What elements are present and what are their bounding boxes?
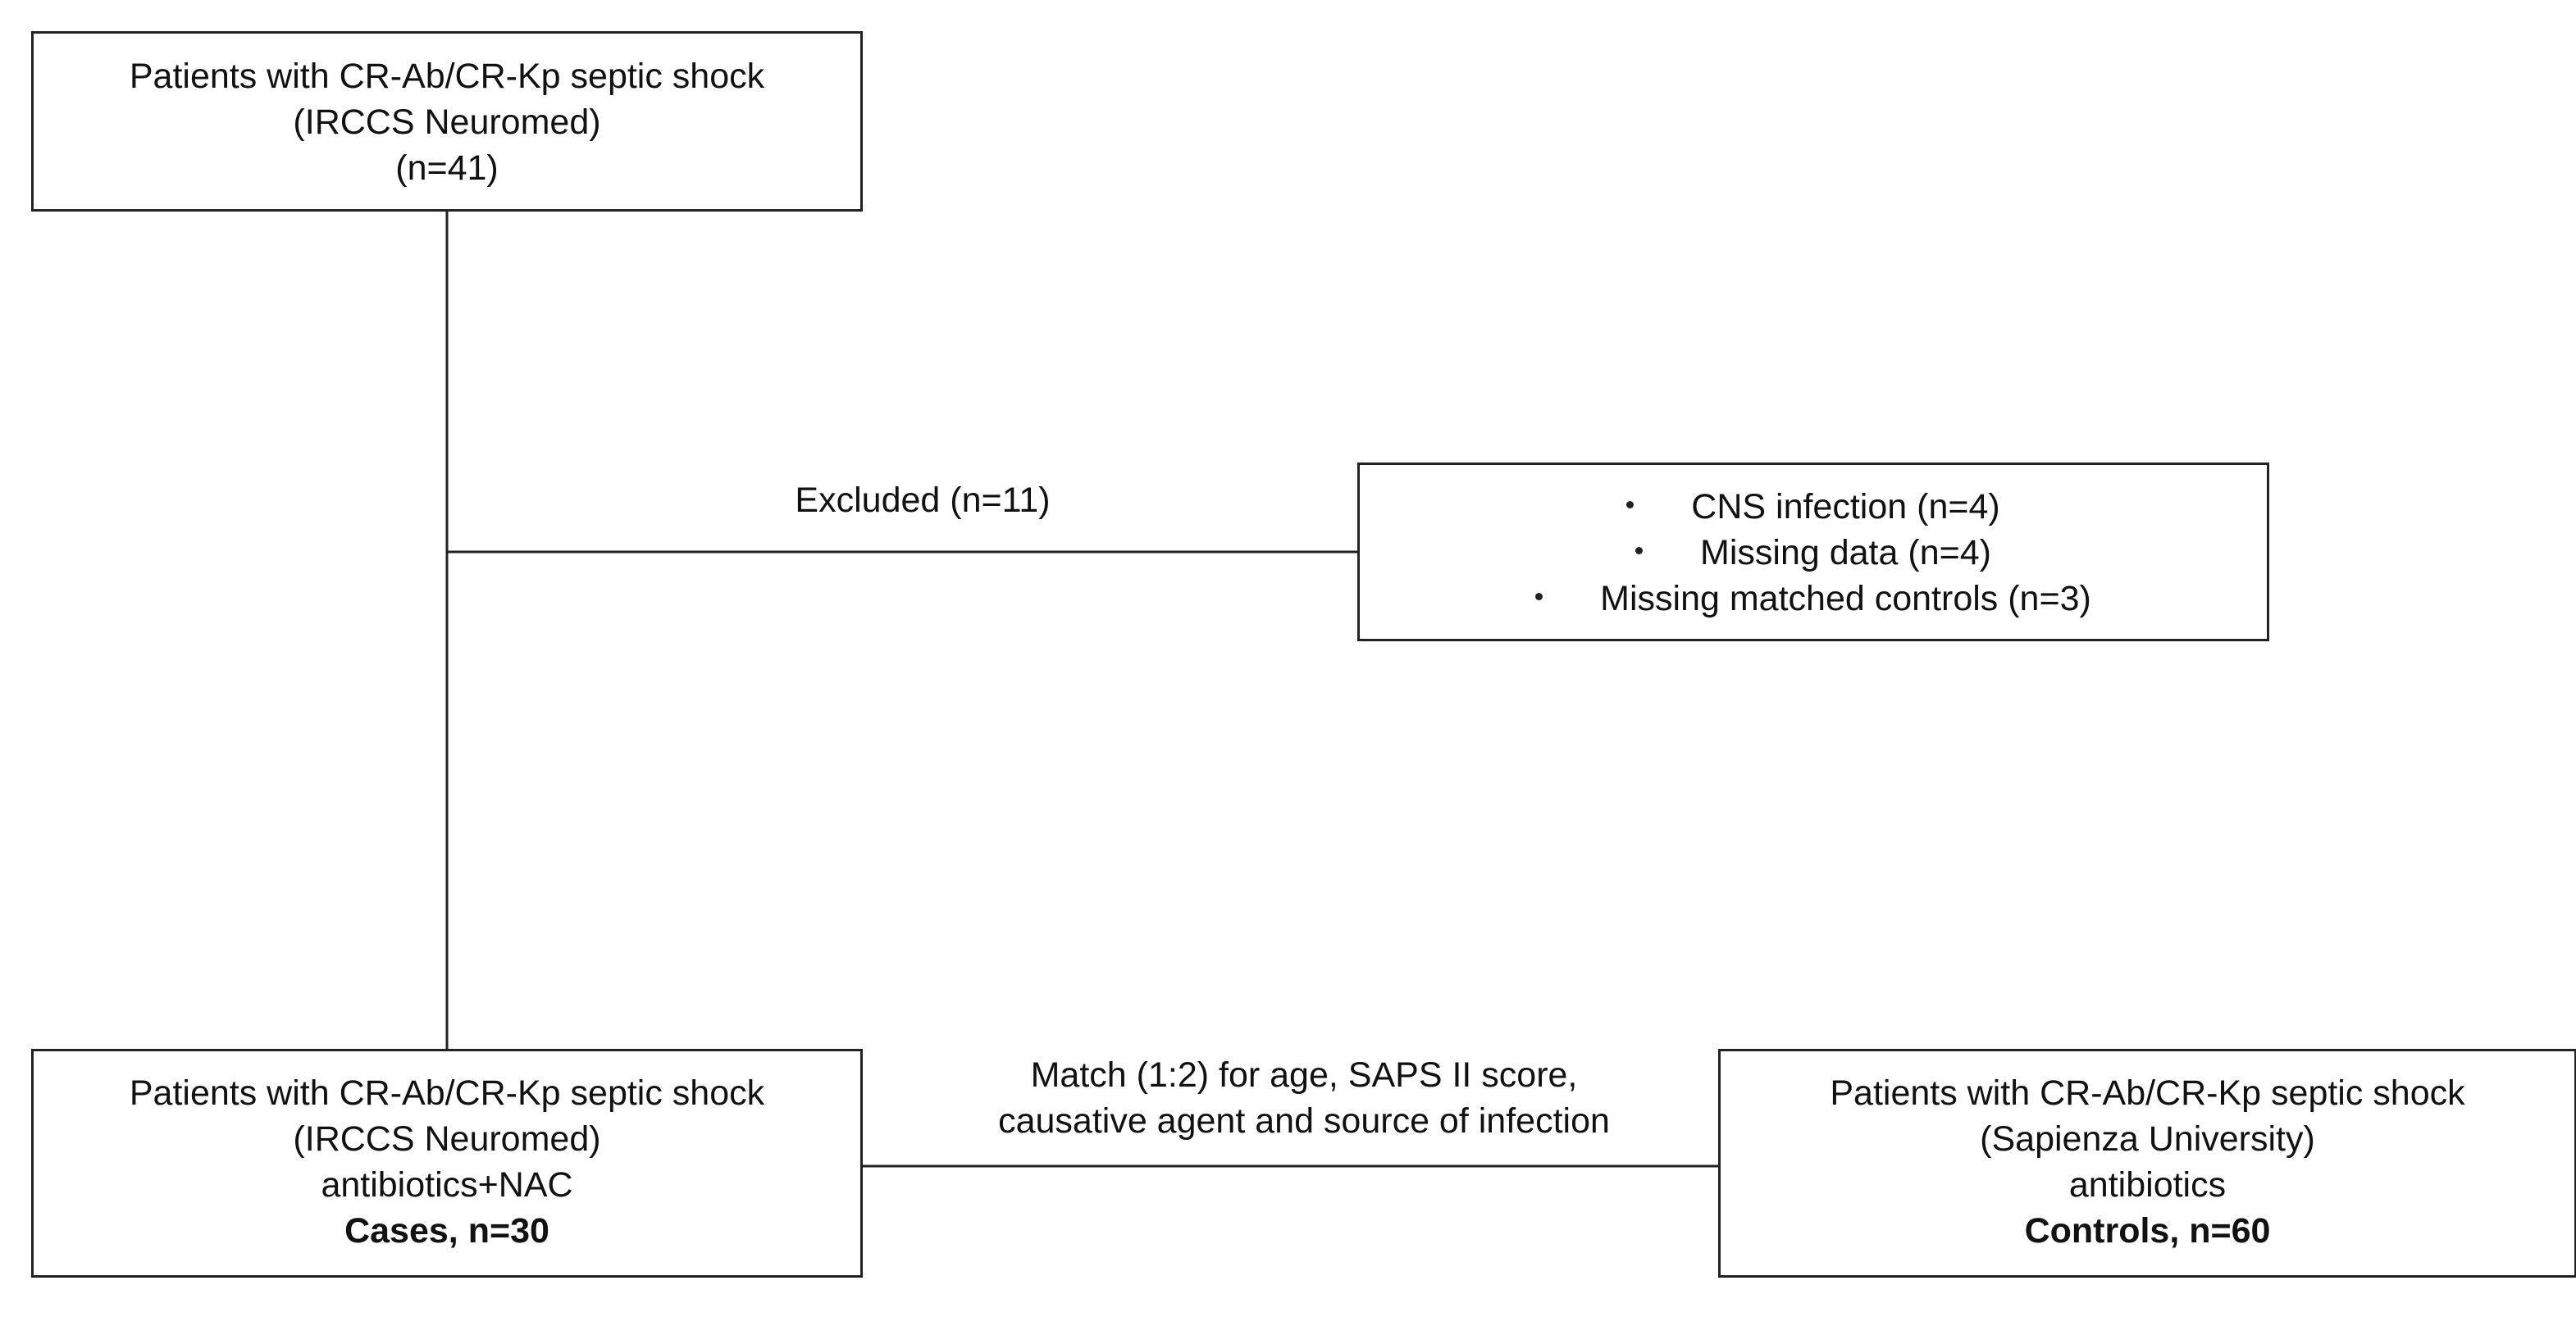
- controls-treatment: antibiotics: [2068, 1165, 2227, 1205]
- cases-box: Patients with CR-Ab/CR-Kp septic shock (…: [31, 1049, 863, 1278]
- controls-line-1: Patients with CR-Ab/CR-Kp septic shock: [1830, 1073, 2465, 1113]
- exclusion-item: CNS infection (n=4): [1360, 484, 2267, 530]
- cases-count: Cases, n=30: [344, 1211, 549, 1251]
- excluded-label: Excluded (n=11): [795, 481, 1051, 520]
- match-line-1: Match (1:2) for age, SAPS II score,: [1030, 1055, 1578, 1095]
- exclusion-item-text: CNS infection (n=4): [1691, 487, 2000, 526]
- controls-count: Controls, n=60: [2024, 1211, 2271, 1251]
- enrolled-line-1: Patients with CR-Ab/CR-Kp septic shock: [129, 57, 765, 96]
- cases-line-2: (IRCCS Neuromed): [293, 1119, 601, 1159]
- bullet-icon: [1626, 501, 1635, 509]
- exclusion-item: Missing data (n=4): [1360, 530, 2267, 576]
- cases-treatment: antibiotics+NAC: [321, 1165, 573, 1205]
- controls-box: Patients with CR-Ab/CR-Kp septic shock (…: [1718, 1049, 2576, 1278]
- match-line-2: causative agent and source of infection: [998, 1101, 1610, 1141]
- match-criteria-label: Match (1:2) for age, SAPS II score, caus…: [886, 1052, 1722, 1144]
- enrolled-line-2: (IRCCS Neuromed): [293, 103, 601, 142]
- enrolled-count: (n=41): [395, 148, 499, 188]
- enrolled-patients-box: Patients with CR-Ab/CR-Kp septic shock (…: [31, 31, 863, 212]
- exclusion-item: Missing matched controls (n=3): [1360, 576, 2267, 622]
- cases-line-1: Patients with CR-Ab/CR-Kp septic shock: [129, 1073, 765, 1113]
- bullet-icon: [1535, 593, 1543, 601]
- exclusion-reasons-box: CNS infection (n=4) Missing data (n=4) M…: [1357, 463, 2269, 641]
- controls-line-2: (Sapienza University): [1980, 1119, 2315, 1159]
- exclusion-item-text: Missing matched controls (n=3): [1600, 579, 2091, 618]
- exclusion-item-text: Missing data (n=4): [1700, 533, 1991, 572]
- bullet-icon: [1635, 547, 1644, 555]
